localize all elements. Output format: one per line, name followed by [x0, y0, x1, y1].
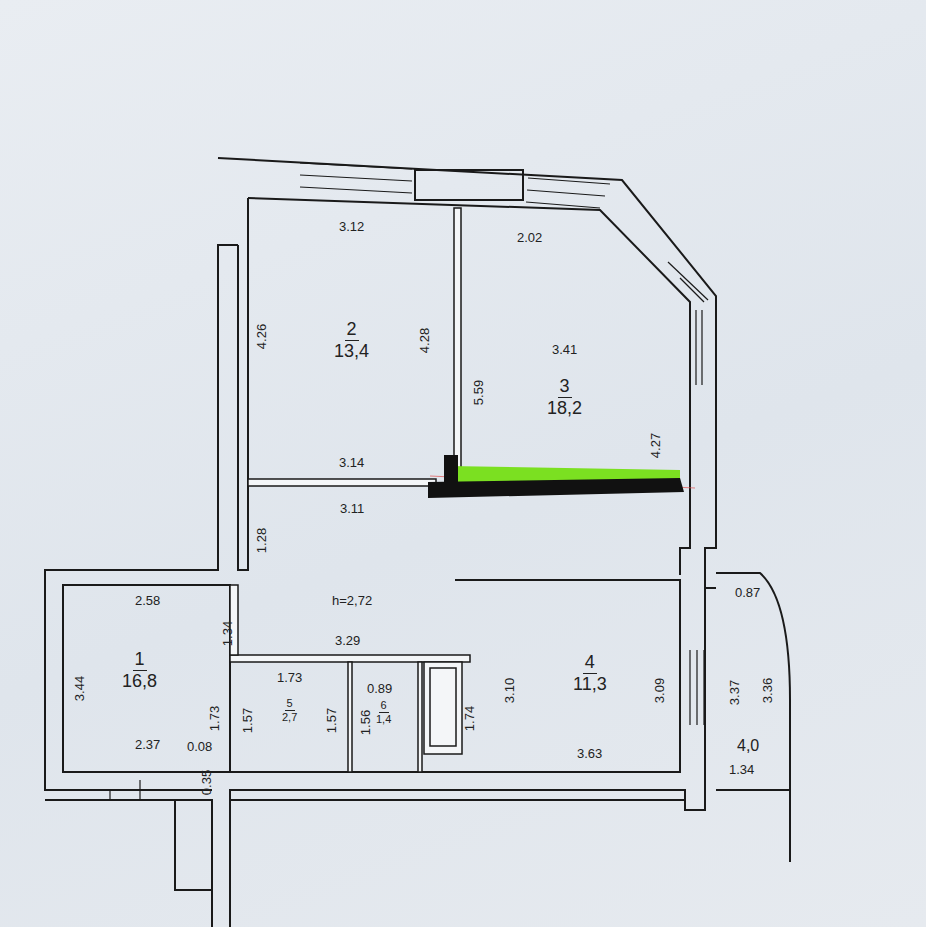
room-area: 4,0	[737, 737, 759, 755]
dimension-label: 3.36	[761, 678, 774, 703]
dimension-label: 4.27	[649, 433, 662, 458]
dimension-label: 1.73	[277, 671, 302, 684]
dimension-label: 3.10	[503, 678, 516, 703]
dimension-label: h=2,72	[332, 594, 372, 607]
dimension-label: 1.34	[729, 763, 754, 776]
room-area: 11,3	[573, 674, 607, 695]
dimension-label: 0.87	[735, 586, 760, 599]
room-number: 4	[583, 652, 597, 674]
dimension-label: 3.29	[335, 634, 360, 647]
dimension-label: 1.28	[255, 528, 268, 553]
dimension-label: 3.37	[728, 680, 741, 705]
room: 213,4	[334, 319, 369, 361]
room-area: 2,7	[282, 711, 297, 724]
room: 61,4	[376, 699, 391, 725]
dimension-label: 0.08	[187, 740, 212, 753]
room-area: 16,8	[122, 671, 157, 692]
dimension-label: 1.57	[241, 708, 254, 733]
dimension-label: 4.28	[418, 328, 431, 353]
dimension-label: 5.59	[472, 380, 485, 405]
dimension-label: 3.44	[73, 676, 86, 701]
room: 52,7	[282, 697, 297, 723]
room-number: 6	[379, 699, 389, 713]
dimension-label: 1.57	[325, 708, 338, 733]
dimension-label: 1.73	[208, 706, 221, 731]
dimension-label: 3.11	[340, 502, 364, 515]
room: 411,3	[573, 652, 607, 694]
dimension-label: 3.14	[339, 456, 364, 469]
dimension-label: 2.02	[517, 231, 542, 244]
room-number: 1	[133, 649, 147, 671]
room: 318,2	[547, 376, 582, 418]
dimension-label: 2.58	[135, 594, 160, 607]
dimension-label: 3.12	[339, 220, 364, 233]
dimension-label: 3.63	[577, 747, 602, 760]
room-area: 13,4	[334, 341, 369, 362]
dimension-label: 3.09	[653, 678, 666, 703]
dimension-label: 3.41	[552, 343, 577, 356]
room-number: 2	[345, 319, 359, 341]
room-number: 3	[558, 376, 572, 398]
dimension-label: 1.74	[463, 706, 476, 731]
room-area: 1,4	[376, 713, 391, 726]
dimension-label: 0.35	[200, 770, 213, 795]
dimension-label: 0.89	[367, 682, 392, 695]
dimension-label: 4.26	[255, 324, 268, 349]
room-area: 18,2	[547, 398, 582, 419]
dimension-label: 1.34	[221, 621, 234, 646]
dimension-label: 1.56	[359, 710, 372, 735]
dimension-label: 2.37	[135, 738, 160, 751]
room: 4,0	[737, 737, 759, 755]
room-number: 5	[285, 697, 295, 711]
room: 116,8	[122, 649, 157, 691]
